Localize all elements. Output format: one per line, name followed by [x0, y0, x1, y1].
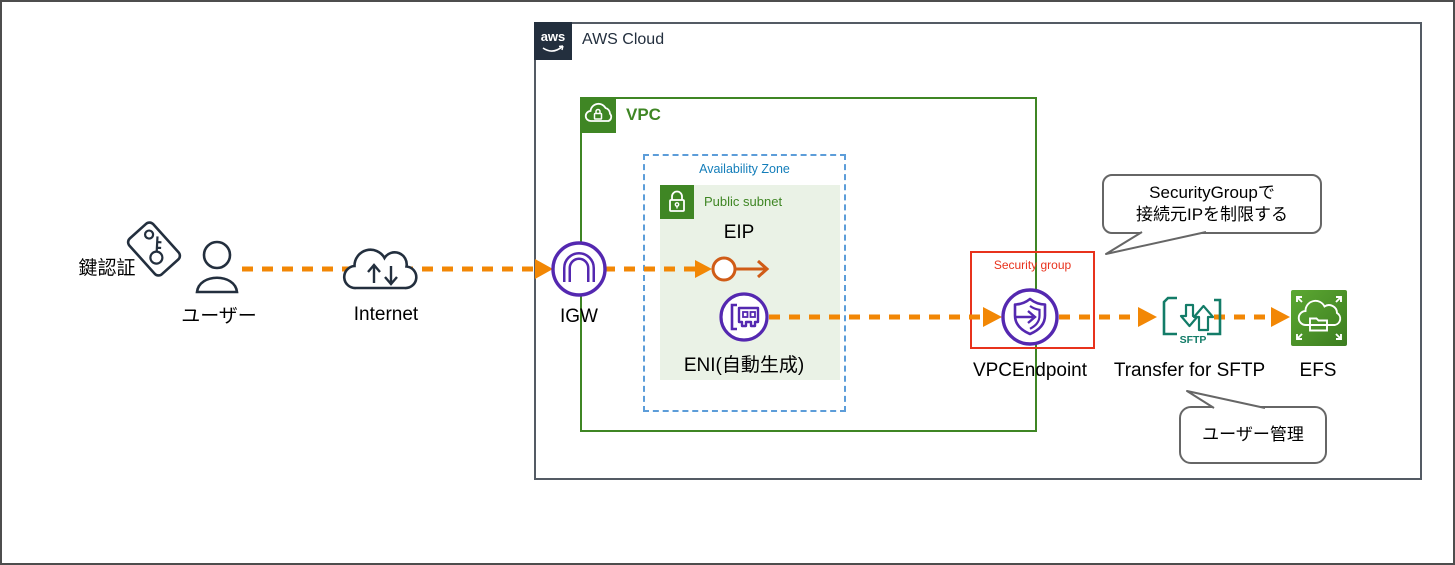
key-auth-label: 鍵認証 — [78, 258, 136, 279]
user-management-note-bubble: ユーザー管理 — [1179, 406, 1327, 464]
svg-text:aws: aws — [541, 29, 566, 44]
aws-logo-icon: aws — [534, 22, 572, 60]
vpc-endpoint-label: VPCEndpoint — [972, 360, 1088, 381]
user-icon — [195, 240, 239, 294]
note-line: ユーザー管理 — [1202, 424, 1304, 444]
vpc-title: VPC — [626, 105, 661, 124]
efs-label: EFS — [1299, 360, 1337, 381]
igw-label: IGW — [560, 306, 598, 327]
vpc-icon — [580, 97, 616, 133]
security-group-box — [970, 251, 1095, 349]
security-group-note-bubble: SecurityGroupで 接続元IPを制限する — [1102, 174, 1322, 234]
internet-cloud-icon — [342, 248, 418, 290]
aws-cloud-box — [534, 22, 1422, 480]
note-line: 接続元IPを制限する — [1135, 205, 1289, 224]
eip-label: EIP — [723, 222, 755, 243]
user-label: ユーザー — [181, 306, 257, 327]
note-line: SecurityGroupで — [1149, 182, 1275, 202]
security-group-title: Security group — [993, 258, 1072, 272]
public-subnet-title: Public subnet — [704, 194, 783, 209]
availability-zone-title: Availability Zone — [699, 162, 790, 176]
internet-label: Internet — [353, 304, 419, 325]
transfer-sftp-label: Transfer for SFTP — [1113, 360, 1266, 381]
aws-cloud-title: AWS Cloud — [582, 31, 665, 48]
public-subnet-lock-icon — [660, 185, 694, 219]
eni-label: ENI(自動生成) — [683, 355, 805, 376]
availability-zone-box — [643, 154, 846, 412]
